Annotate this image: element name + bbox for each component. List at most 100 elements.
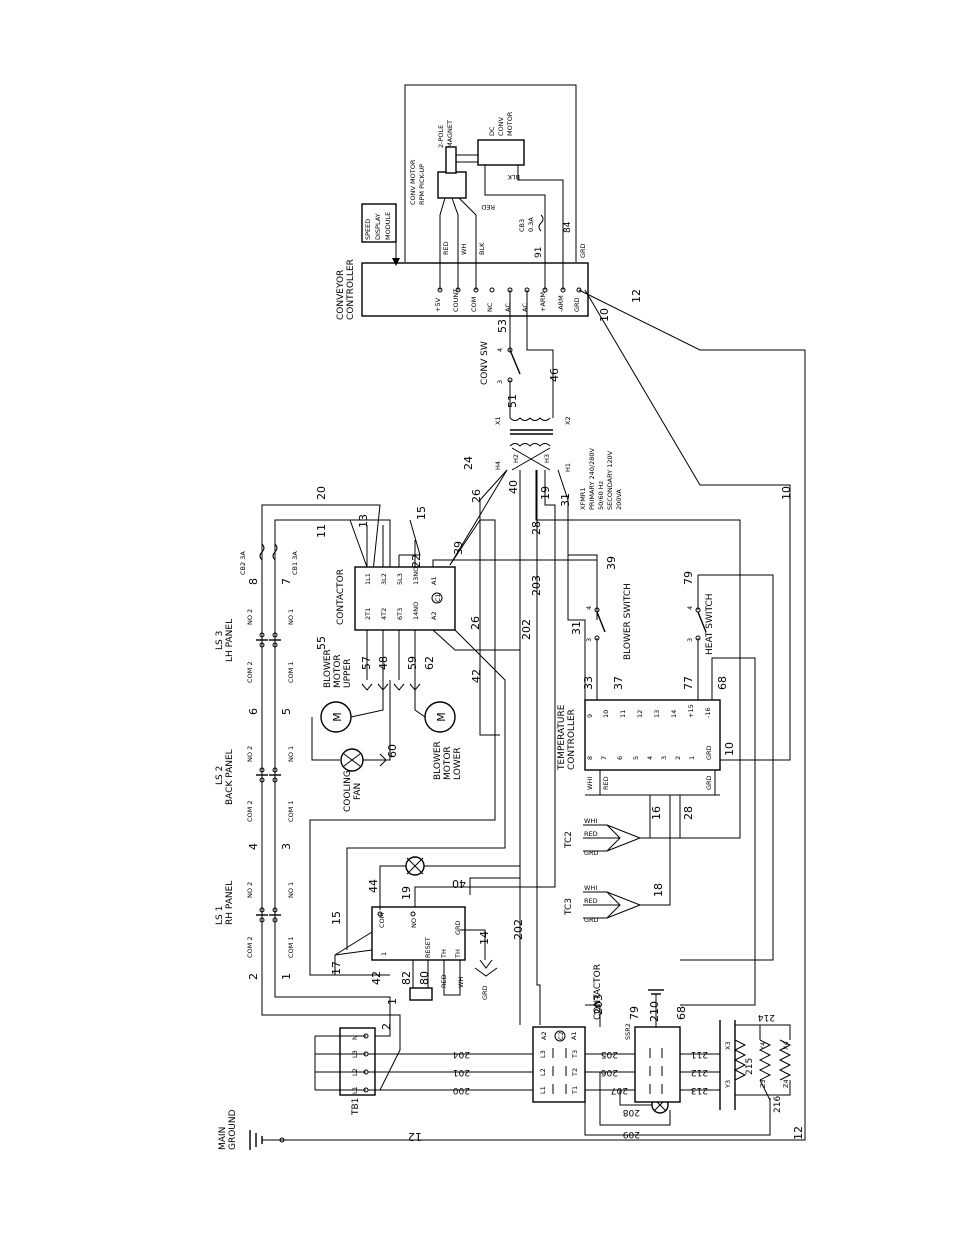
svg-text:212: 212	[691, 1067, 708, 1077]
svg-text:M: M	[435, 712, 448, 722]
svg-text:210: 210	[648, 1001, 661, 1022]
svg-text:14NO: 14NO	[412, 602, 420, 620]
svg-text:202: 202	[512, 919, 525, 940]
contactor-bottom-pins: A2 A1 C2 L3 T3 L2 T2 L1 T1	[539, 1030, 579, 1095]
svg-text:1: 1	[386, 998, 399, 1005]
svg-text:6: 6	[616, 756, 624, 760]
conveyor-controller-box	[361, 262, 589, 317]
svg-text:77: 77	[682, 676, 695, 690]
temperature-controller-top-pins: 9 10 11 12 13 14 +15 -16	[586, 704, 712, 718]
svg-text:GRD: GRD	[579, 243, 587, 258]
svg-text:L1: L1	[539, 1086, 547, 1094]
svg-text:COM: COM	[378, 913, 386, 928]
svg-text:20: 20	[315, 486, 328, 500]
svg-text:A2: A2	[430, 611, 438, 620]
svg-text:2: 2	[380, 1023, 393, 1030]
svg-text:209: 209	[623, 1129, 640, 1139]
svg-text:4T2: 4T2	[380, 608, 388, 620]
ls2-label: LS 2 BACK PANEL	[215, 749, 235, 805]
pickup-wire-colors: RED WH BLK	[442, 241, 486, 255]
ls3-label: LS 3 LH PANEL	[215, 619, 235, 662]
ls-wire-numbers: 2 1 4 3 6 5 8 7	[247, 578, 293, 980]
rpm-pickup-label: CONV MOTOR RPM PICK-UP	[409, 159, 426, 205]
conveyor-controller-label: CONVEYOR CONTROLLER	[336, 259, 356, 320]
svg-text:LOWER: LOWER	[453, 747, 463, 780]
svg-text:13NO: 13NO	[412, 567, 420, 585]
ssr-contacts	[649, 1048, 663, 1094]
ignition-module-pins: COM NO GRD 1 RESET TH TH	[377, 911, 462, 959]
motor-lead-colors: RED BLK	[481, 173, 520, 211]
svg-text:46: 46	[548, 368, 561, 382]
svg-text:C1: C1	[434, 593, 442, 602]
svg-text:2-POLE: 2-POLE	[437, 125, 445, 148]
svg-text:201: 201	[453, 1067, 470, 1077]
svg-text:37: 37	[612, 676, 625, 690]
svg-text:7: 7	[280, 578, 293, 585]
svg-text:MOTOR: MOTOR	[443, 746, 453, 780]
tc2-colors: WHI RED GRD	[584, 817, 599, 857]
svg-text:48: 48	[377, 656, 390, 670]
svg-text:SECONDARY 120V: SECONDARY 120V	[606, 450, 614, 510]
svg-text:BLOWER SWITCH: BLOWER SWITCH	[623, 583, 633, 660]
svg-text:BLK: BLK	[478, 242, 486, 255]
heat-switch-contact[interactable]	[697, 611, 707, 633]
speed-display-module-box	[361, 203, 397, 243]
svg-text:+ARM: +ARM	[539, 292, 547, 312]
svg-text:12: 12	[408, 1130, 422, 1143]
svg-text:8: 8	[586, 756, 594, 760]
cb1-fuse-icon	[272, 543, 278, 561]
svg-text:TEMPERATURE: TEMPERATURE	[557, 704, 567, 771]
svg-text:BLOWER: BLOWER	[323, 649, 333, 688]
svg-text:1: 1	[380, 952, 388, 956]
svg-text:RED: RED	[584, 830, 598, 838]
svg-text:0.3A: 0.3A	[527, 217, 535, 232]
blower-switch-contact[interactable]	[596, 611, 606, 633]
svg-text:4: 4	[585, 606, 593, 610]
svg-text:207: 207	[611, 1085, 628, 1095]
svg-text:A2: A2	[540, 1031, 548, 1040]
svg-text:CB2 3A: CB2 3A	[239, 551, 247, 575]
svg-text:GRD: GRD	[454, 920, 462, 935]
svg-text:11: 11	[619, 710, 627, 718]
svg-text:MOTOR: MOTOR	[333, 654, 343, 688]
svg-text:10: 10	[598, 308, 611, 322]
svg-text:12: 12	[636, 710, 644, 718]
svg-text:39: 39	[452, 541, 465, 555]
svg-text:WHI: WHI	[584, 884, 597, 892]
svg-text:200VA: 200VA	[615, 489, 623, 510]
svg-text:59: 59	[406, 656, 419, 670]
svg-text:31: 31	[559, 493, 572, 507]
svg-text:X1: X1	[494, 416, 502, 425]
svg-text:TH: TH	[454, 949, 462, 959]
svg-text:15: 15	[330, 911, 343, 925]
svg-text:RESET: RESET	[424, 937, 432, 958]
svg-text:31: 31	[570, 621, 583, 635]
svg-text:6T3: 6T3	[396, 608, 404, 620]
svg-text:H2: H2	[512, 454, 520, 463]
svg-text:1: 1	[280, 973, 293, 980]
svg-text:UPPER: UPPER	[343, 659, 353, 688]
svg-text:211: 211	[691, 1049, 708, 1059]
svg-text:PRIMARY 240/280V: PRIMARY 240/280V	[588, 447, 596, 510]
svg-text:RED: RED	[442, 241, 450, 255]
svg-text:NO 2: NO 2	[246, 609, 254, 625]
svg-text:N: N	[351, 1035, 359, 1040]
tc3-colors: WHI RED GRD	[584, 884, 599, 924]
heater-elements	[719, 1020, 792, 1110]
svg-text:204: 204	[453, 1049, 470, 1059]
svg-text:A1: A1	[570, 1031, 578, 1040]
svg-text:DC: DC	[488, 126, 496, 136]
svg-text:39: 39	[605, 556, 618, 570]
reset-button-icon[interactable]	[409, 987, 433, 1001]
svg-text:4: 4	[646, 756, 654, 760]
svg-text:17: 17	[330, 961, 343, 975]
svg-text:XFMR1: XFMR1	[579, 488, 587, 510]
svg-text:84: 84	[563, 221, 573, 233]
svg-text:MAIN: MAIN	[218, 1127, 228, 1150]
svg-text:WHI: WHI	[586, 777, 594, 790]
svg-text:CB3: CB3	[518, 219, 526, 232]
svg-text:79: 79	[628, 1006, 641, 1020]
svg-text:GROUND: GROUND	[228, 1109, 238, 1150]
svg-text:213: 213	[691, 1085, 708, 1095]
